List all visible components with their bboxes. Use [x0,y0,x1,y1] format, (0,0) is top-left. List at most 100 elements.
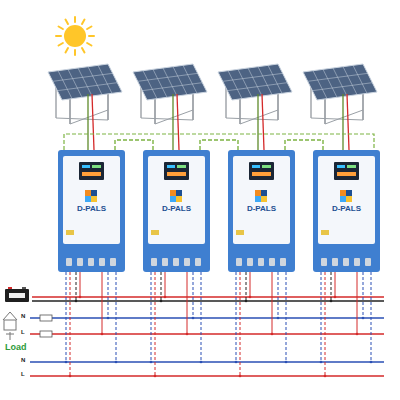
panel-grid [238,69,252,97]
mount-leg [362,92,364,120]
sun-ray [87,27,91,30]
junction-dot [235,361,238,364]
warning-sticker [151,230,159,235]
panel-grid [78,68,92,96]
panel-grid [138,73,198,81]
lcd-segment [92,165,101,168]
drop-wire [116,272,117,362]
pv-cable [257,94,258,150]
drop-wire [102,272,103,334]
panel-grid [343,67,357,95]
drop-wire [286,272,287,362]
panel-grid [313,71,327,99]
junction-dot [330,300,333,303]
panel-grid [333,68,347,96]
inverter-case [58,150,125,272]
logo-icon [91,196,97,202]
logo-icon [170,190,176,196]
junction-dot [164,296,167,299]
terminal [332,258,338,266]
lcd-segment [347,165,356,168]
drop-wire [193,272,194,318]
terminal [110,258,116,266]
pv-cable [177,94,179,150]
terminal [343,258,349,266]
terminal [354,258,360,266]
lcd-screen [79,162,104,180]
junction-dot [239,375,242,378]
mount-leg [324,98,326,124]
drop-wire [357,272,358,334]
brand-name: D-PALS [143,204,210,214]
junction-dot [101,333,104,336]
drop-wire [278,272,279,318]
pv-cable [262,94,264,150]
bus-line [30,333,384,334]
lcd-screen [249,162,274,180]
pv-cable [342,94,343,150]
lcd-segment [337,165,345,168]
sun-ray [82,20,85,24]
load-label: Load [5,343,27,352]
terminal [321,258,327,266]
brand-name: D-PALS [58,204,125,214]
sun-disc [64,25,86,47]
mount-leg [277,92,279,120]
logo-icon [85,196,91,202]
panel-grid [57,83,117,91]
junction-dot [334,296,337,299]
terminal [99,258,105,266]
inverter-face [233,156,290,244]
mount-leg [239,98,241,124]
drop-wire [187,272,188,334]
panel-grid [53,73,113,81]
junction-dot [320,361,323,364]
bus-line [30,317,384,318]
drop-wire [371,272,372,362]
mount-brace [240,110,278,124]
terminal [151,258,157,266]
inverter-face [318,156,375,244]
panel-surface [303,64,377,100]
drop-wire [201,272,202,362]
junction-dot [245,300,248,303]
logo-icon [91,190,97,196]
bus-line [30,375,384,376]
drop-wire [246,272,247,301]
mount-leg [55,86,56,118]
warning-sticker [236,230,244,235]
inverter-case [313,150,380,272]
battery-terminal [8,287,12,289]
mount-brace [325,110,363,124]
inverter-box: D-PALS [228,150,295,272]
inverter-body [143,150,210,272]
logo-icon [261,196,267,202]
terminal [280,258,286,266]
solar-panel [133,64,207,124]
junction-dot [150,361,153,364]
junction-dot [356,333,359,336]
parallel-cable [285,140,323,150]
breaker-symbol [40,331,52,337]
line-label: N [21,357,25,363]
panel-surface [48,64,122,100]
drop-wire [161,272,162,301]
panel-surface [218,64,292,100]
lcd-screen [334,162,359,180]
inverter-face [63,156,120,244]
inverter-box: D-PALS [58,150,125,272]
junction-dot [75,300,78,303]
panel-grid [143,71,157,99]
panel-grid [323,69,337,97]
breaker-symbol [40,315,52,321]
line-label: L [21,371,25,377]
bus-line [32,300,384,301]
logo-icon [170,196,176,202]
lcd-screen [164,162,189,180]
lcd-segment [82,165,90,168]
lcd-segment [252,165,260,168]
terminal [173,258,179,266]
battery-icon [5,287,29,302]
